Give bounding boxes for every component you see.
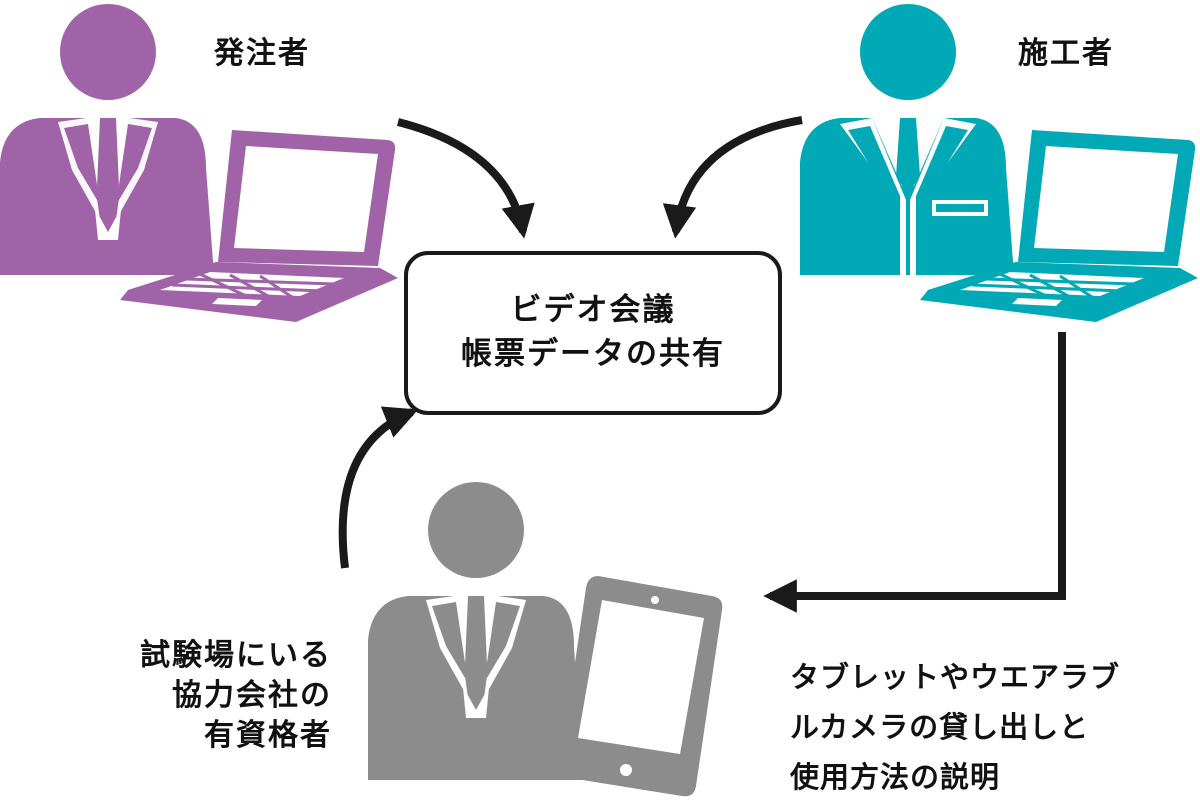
center-box xyxy=(404,251,782,415)
witness-label-line-3: 有資格者 xyxy=(204,718,332,753)
client-figure xyxy=(0,4,398,322)
contractor-laptop-icon xyxy=(920,130,1198,322)
contractor-figure xyxy=(800,4,1198,322)
note-text: タブレットやウエアラブ ルカメラの貸し出しと 使用方法の説明 xyxy=(790,652,1120,802)
client-person-icon xyxy=(0,4,214,275)
note-line-2: ルカメラの貸し出しと xyxy=(790,710,1090,744)
note-line-1: タブレットやウエアラブ xyxy=(790,660,1121,694)
contractor-label: 施工者 xyxy=(1018,36,1114,71)
witness-label-line-1: 試験場にいる xyxy=(140,638,332,673)
center-box-text: ビデオ会議 帳票データの共有 xyxy=(406,288,780,376)
arrow-contractor-to-box xyxy=(662,116,803,239)
contractor-person-icon xyxy=(800,4,1014,275)
client-laptop-icon xyxy=(120,130,398,322)
arrow-contractor-to-witness xyxy=(763,332,1066,613)
witness-label-line-2: 協力会社の xyxy=(172,678,332,713)
center-box-line-1: ビデオ会議 xyxy=(510,292,676,328)
witness-label: 試験場にいる 協力会社の 有資格者 xyxy=(70,636,332,756)
note-line-3: 使用方法の説明 xyxy=(790,760,1001,794)
witness-tablet-icon xyxy=(559,576,723,797)
arrow-client-to-box xyxy=(397,118,535,239)
arrow-witness-to-box xyxy=(338,406,419,569)
client-label: 発注者 xyxy=(214,36,310,71)
witness-person-icon xyxy=(368,482,582,780)
center-box-line-2: 帳票データの共有 xyxy=(461,336,725,372)
witness-figure xyxy=(368,482,723,797)
